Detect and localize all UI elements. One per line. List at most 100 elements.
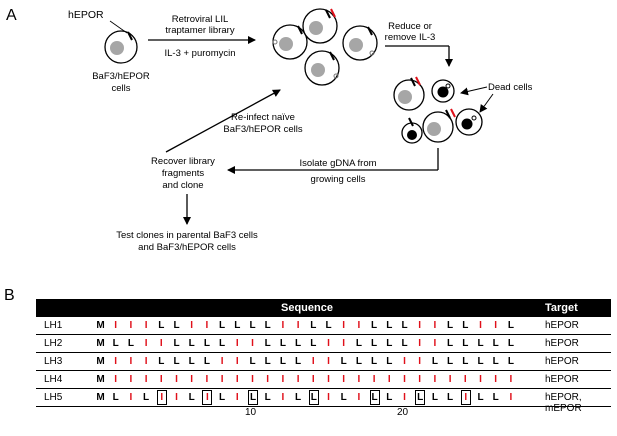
residue: L: [386, 320, 393, 331]
row-target: hEPOR: [545, 356, 579, 367]
residue: M: [96, 392, 105, 403]
residue: I: [418, 356, 422, 367]
residue: L: [507, 320, 514, 331]
residue: L: [492, 338, 499, 349]
residue: L: [264, 392, 271, 403]
residue: I: [403, 356, 406, 367]
residue: L: [295, 356, 302, 367]
row-target: hEPOR: [545, 374, 579, 385]
residue: I: [311, 356, 315, 367]
residue: L: [264, 338, 271, 349]
residue: L: [369, 390, 380, 405]
residue: I: [235, 374, 239, 385]
residue: L: [219, 338, 226, 349]
target-header: Target: [545, 302, 578, 314]
residue: L: [386, 338, 393, 349]
residue: L: [308, 390, 319, 405]
residue: L: [127, 338, 134, 349]
residue: L: [158, 320, 165, 331]
test-label-1: Test clones in parental BaF3 cells: [116, 230, 258, 241]
residue: L: [158, 356, 165, 367]
residue: I: [296, 374, 300, 385]
cell-label-2: cells: [111, 83, 130, 94]
recover-label-2: fragments: [162, 168, 204, 179]
residue: I: [327, 374, 330, 385]
residue: I: [190, 320, 194, 331]
residue: L: [386, 356, 393, 367]
residue: M: [96, 338, 105, 349]
residue: I: [327, 392, 330, 403]
residue: I: [494, 374, 498, 385]
residue: L: [477, 338, 484, 349]
residue: I: [190, 374, 194, 385]
residue: I: [144, 374, 148, 385]
residue: I: [235, 338, 239, 349]
starting-cell: [104, 30, 138, 64]
residue: L: [355, 356, 362, 367]
residue: I: [372, 374, 376, 385]
residue: L: [264, 320, 271, 331]
row-target: hEPOR, mEPOR: [545, 392, 582, 414]
residue: I: [129, 374, 133, 385]
residue: I: [509, 392, 513, 403]
residue: L: [112, 392, 119, 403]
residue: L: [249, 356, 256, 367]
residue: L: [173, 356, 180, 367]
residue: L: [279, 356, 286, 367]
residue: I: [235, 356, 239, 367]
row-name: LH3: [44, 356, 63, 367]
il3-label: IL-3 + puromycin: [164, 48, 235, 59]
residue: L: [279, 338, 286, 349]
residue: I: [159, 374, 163, 385]
residue: L: [340, 392, 347, 403]
residue: L: [355, 338, 362, 349]
residue: I: [281, 392, 285, 403]
residue: L: [143, 392, 150, 403]
infected-cell-cluster: [272, 8, 378, 86]
recover-label-1: Recover library: [151, 156, 215, 167]
residue: L: [248, 390, 258, 405]
residue: L: [310, 320, 317, 331]
residue: I: [159, 338, 163, 349]
residue: L: [401, 338, 408, 349]
residue: M: [96, 356, 105, 367]
residue: I: [281, 320, 285, 331]
residue: I: [251, 338, 254, 349]
residue: I: [144, 320, 148, 331]
residue: I: [266, 374, 270, 385]
residue: I: [403, 392, 406, 403]
residue: L: [462, 356, 469, 367]
hepor-pointer: [109, 20, 128, 34]
residue: L: [173, 320, 180, 331]
residue: I: [202, 390, 213, 405]
residue: L: [188, 338, 195, 349]
residue: L: [188, 392, 195, 403]
residue: L: [492, 392, 499, 403]
residue: L: [249, 320, 256, 331]
residue: I: [144, 356, 148, 367]
tick-label: 20: [397, 407, 409, 418]
residue: I: [129, 320, 133, 331]
residue: L: [173, 338, 180, 349]
panel-a-label: A: [6, 7, 17, 24]
residue: I: [342, 374, 346, 385]
residue: M: [96, 374, 105, 385]
residue: I: [175, 392, 178, 403]
dead-cells-label: Dead cells: [488, 82, 533, 93]
hepor-label: hEPOR: [68, 9, 104, 21]
residue: I: [403, 374, 406, 385]
dead-cells-pointer-1: [460, 86, 488, 96]
residue: I: [205, 320, 209, 331]
residue: I: [114, 320, 118, 331]
row-name: LH4: [44, 374, 63, 385]
residue: I: [311, 374, 315, 385]
residue: L: [492, 356, 499, 367]
reduce-label-2: remove IL-3: [385, 32, 436, 43]
residue: I: [175, 374, 178, 385]
